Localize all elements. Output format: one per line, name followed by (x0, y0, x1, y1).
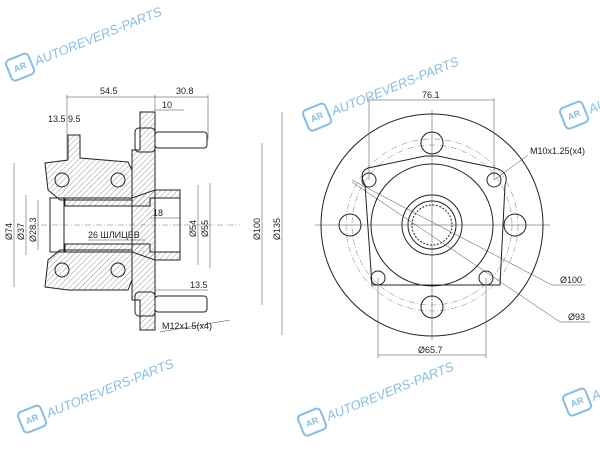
mounting-flange (361, 155, 507, 286)
front-view: 76.1 M10x1.25(x4) Ø100 Ø93 Ø65.7 (315, 90, 590, 358)
hub-circle (401, 194, 463, 256)
wheel-hole (503, 213, 527, 237)
inner-circle (370, 163, 494, 287)
hub-flange (131, 111, 156, 331)
dim-13-5-9-5: 13.5 9.5 (48, 114, 81, 124)
wheel-stud (154, 295, 208, 313)
dim-dia-28-3: Ø28.3 (28, 217, 38, 242)
wheel-stud (154, 131, 208, 149)
dim-dia-74: Ø74 (4, 223, 14, 240)
wheel-hole (338, 213, 362, 237)
bearing-ball (110, 172, 126, 188)
stud-thread-label: M12x1.5(x4) (162, 321, 212, 331)
hub-bore (49, 197, 65, 253)
dim-54-5: 54.5 (100, 86, 118, 96)
outer-flange-circle (320, 113, 544, 337)
spline-bore (411, 204, 453, 246)
dim-13-5: 13.5 (190, 280, 208, 290)
wheel-hole (420, 295, 444, 319)
dim-dia-55: Ø55 (200, 220, 210, 237)
splines-label: 26 ШЛИЦЕВ (88, 230, 140, 240)
wheel-hole (420, 131, 444, 155)
dim-dia-54: Ø54 (188, 220, 198, 237)
dim-dia-100: Ø100 (252, 218, 262, 240)
dim-30-8: 30.8 (176, 86, 194, 96)
bearing-ball (54, 262, 70, 278)
dim-dia-100-front: Ø100 (560, 275, 582, 285)
bearing-ball (110, 262, 126, 278)
dim-dia-37: Ø37 (16, 223, 26, 240)
dim-dia-135: Ø135 (272, 218, 282, 240)
bearing-housing-lower (44, 249, 133, 291)
dim-76-1: 76.1 (422, 90, 440, 100)
bearing-ball (54, 172, 70, 188)
dim-dia-65-7: Ø65.7 (418, 345, 443, 355)
dim-10: 10 (162, 100, 172, 110)
bearing-housing-upper (44, 134, 133, 201)
side-section-view: 54.5 30.8 10 13.5 9.5 Ø74 Ø37 Ø28.3 18 2… (4, 86, 283, 335)
dim-dia-93: Ø93 (568, 312, 585, 322)
bolt-thread-label: M10x1.25(x4) (530, 146, 585, 156)
dim-18: 18 (153, 208, 163, 218)
